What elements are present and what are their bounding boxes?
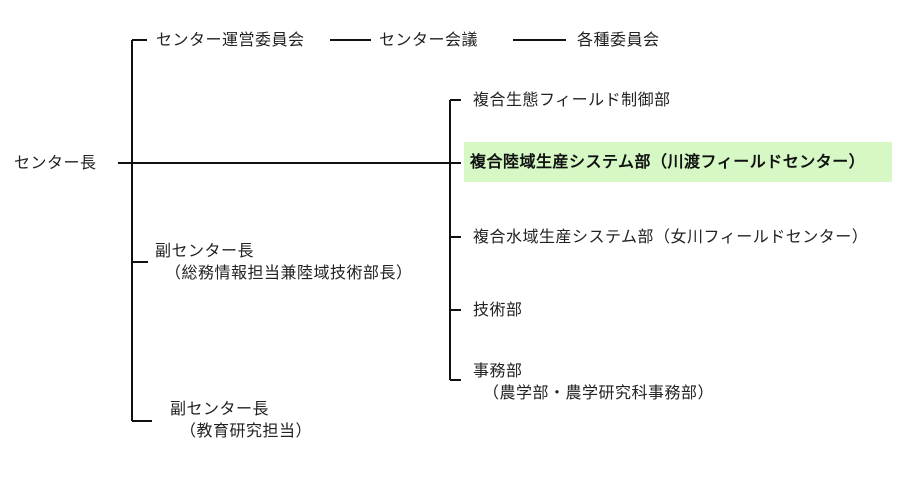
vice-director-2-title: 副センター長 — [170, 399, 270, 418]
steering-committee-label: センター運営委員会 — [156, 30, 305, 49]
dept-administration-title: 事務部 — [473, 361, 523, 380]
director-label: センター長 — [14, 153, 97, 172]
vice-director-2: 副センター長 （教育研究担当） — [170, 398, 312, 442]
dept-technical: 技術部 — [473, 300, 523, 319]
dept-administration-sub: （農学部・農学研究科事務部） — [483, 383, 715, 402]
dept-ecology-control: 複合生態フィールド制御部 — [473, 90, 671, 109]
dept-land-production: 複合陸域生産システム部（川渡フィールドセンター） — [470, 152, 866, 171]
vice-director-1-title: 副センター長 — [155, 241, 255, 260]
center-council-label: センター会議 — [379, 30, 479, 49]
highlight-background — [464, 142, 892, 182]
dept-water-production: 複合水域生産システム部（女川フィールドセンター） — [473, 227, 869, 246]
vice-director-1-role: （総務情報担当兼陸域技術部長） — [165, 263, 413, 282]
dept-administration: 事務部 （農学部・農学研究科事務部） — [473, 360, 714, 404]
committees-label: 各種委員会 — [577, 30, 660, 49]
vice-director-1: 副センター長 （総務情報担当兼陸域技術部長） — [155, 240, 413, 284]
vice-director-2-role: （教育研究担当） — [180, 421, 313, 440]
